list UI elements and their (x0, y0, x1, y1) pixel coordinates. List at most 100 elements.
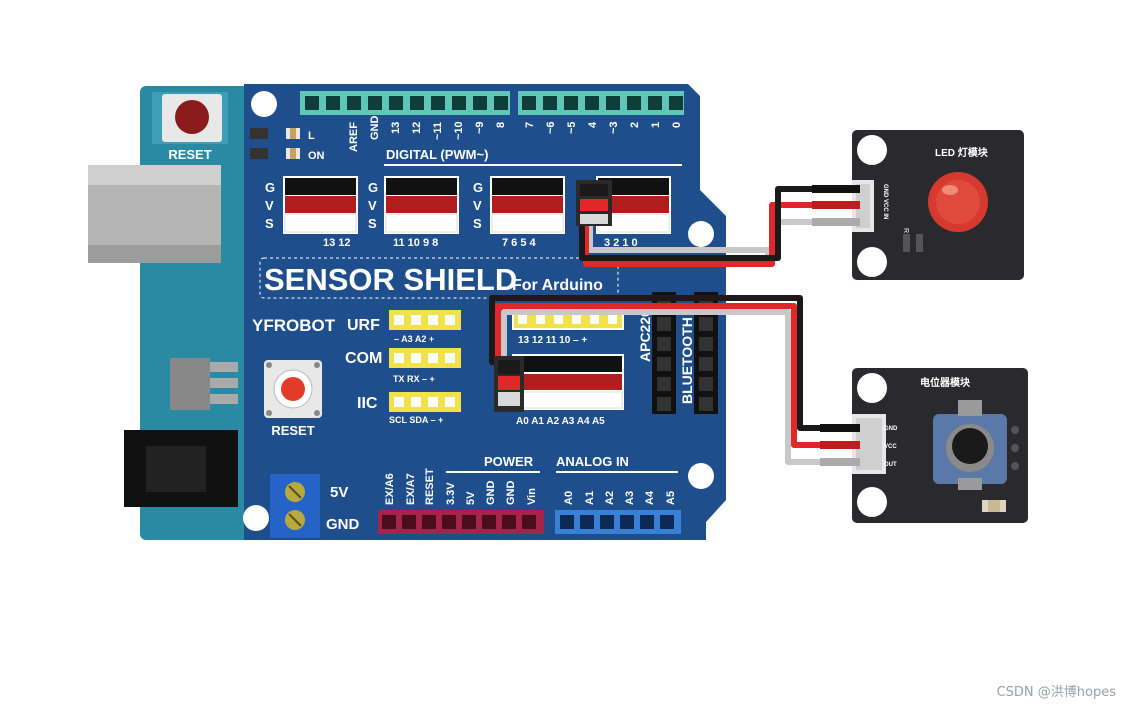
gvs-g: G (368, 180, 378, 195)
gvs-v: V (265, 198, 274, 213)
power-title: POWER (484, 454, 534, 469)
group-label: 3 2 1 0 (604, 237, 638, 249)
pot-pin-stubs (820, 424, 860, 466)
reset-label-top: RESET (168, 147, 211, 162)
pin-label: 13 (390, 122, 402, 134)
bluetooth-label: BLUETOOTH (679, 317, 695, 404)
pin-label: ~9 (474, 121, 486, 134)
reset-label-shield: RESET (271, 423, 314, 438)
pin-label: A1 (584, 491, 596, 505)
watermark: CSDN @洪博hopes (996, 685, 1116, 700)
voltage-regulator (170, 358, 238, 410)
pin-label: A3 (624, 491, 636, 505)
led-module-title: LED 灯模块 (935, 146, 989, 159)
pot-pin-out: OUT (884, 462, 897, 468)
status-leds (250, 128, 300, 159)
pin-label: EX/A6 (384, 473, 396, 505)
pin-label: RESET (424, 468, 436, 505)
com-header (389, 348, 461, 368)
pin-label: ~5 (566, 121, 578, 134)
pin-label: ~6 (545, 121, 557, 134)
mount-hole (251, 91, 277, 117)
pin-label: A0 (563, 491, 575, 505)
pot-pin-gnd: GND (884, 426, 898, 432)
mount-hole (688, 463, 714, 489)
pot-wire-connector (494, 356, 524, 412)
power-header (378, 510, 544, 534)
led-module-pins: GND VCC IN (882, 184, 888, 219)
gvs-s: S (368, 216, 377, 231)
pin-label: 12 (411, 122, 423, 134)
mid-top-pins: 13 12 11 10 – + (518, 335, 587, 346)
dc-jack (124, 430, 238, 507)
brand-label: YFROBOT (252, 316, 336, 335)
top-pin-labels-right: 7 ~6 ~5 4 ~3 2 1 0 (524, 121, 683, 134)
reset-button-shield[interactable] (264, 360, 322, 418)
pin-label: 8 (495, 122, 507, 128)
bottom-pin-labels-left: EX/A6 EX/A7 RESET 3.3V 5V GND GND Vin (384, 468, 538, 505)
terminal-gnd-label: GND (326, 516, 360, 533)
mount-hole (243, 505, 269, 531)
group-label: 13 12 (323, 237, 351, 249)
pin-label: ~11 (432, 122, 444, 140)
usb-port (88, 165, 221, 263)
iic-label: IIC (357, 395, 378, 412)
gvs-g: G (265, 180, 275, 195)
pin-label: AREF (348, 122, 360, 152)
screw-terminal (270, 474, 320, 538)
led-l-label: L (308, 130, 315, 142)
shield-title: SENSOR SHIELD (264, 262, 517, 297)
bottom-pin-labels-right: A0 A1 A2 A3 A4 A5 (563, 490, 677, 505)
pin-label: 4 (587, 121, 599, 128)
led-on-label: ON (308, 150, 325, 162)
gvs-group-2: G V S (368, 176, 459, 234)
urf-label: URF (347, 317, 380, 334)
digital-header-left (300, 91, 510, 115)
analog-sensor-header (512, 354, 624, 410)
pin-label: ~10 (453, 121, 465, 140)
pin-label: Vin (526, 488, 538, 505)
pin-label: GND (485, 481, 497, 506)
iic-header (389, 392, 461, 412)
group-label: 7 6 5 4 (502, 237, 537, 249)
pin-label: GND (505, 481, 517, 506)
analog-title: ANALOG IN (556, 454, 629, 469)
urf-header (389, 310, 461, 330)
reset-button-top[interactable] (152, 92, 228, 144)
power-underline (446, 471, 540, 473)
potentiometer-module (852, 368, 1028, 523)
pin-label: 2 (629, 122, 641, 128)
pin-label: 7 (524, 122, 536, 128)
digital-title: DIGITAL (PWM~) (386, 147, 488, 162)
gvs-group-3: G V S (473, 176, 565, 234)
gvs-g: G (473, 180, 483, 195)
led-pin-stubs (812, 185, 860, 226)
pin-label: A2 (604, 491, 616, 505)
led-wire-connector (576, 180, 612, 226)
pot-module-title: 电位器模块 (920, 376, 971, 389)
iic-pins: SCL SDA – + (389, 415, 443, 425)
com-pins: TX RX – + (393, 374, 435, 384)
top-pin-labels-left: AREF GND 13 12 ~11 ~10 ~9 8 (348, 116, 507, 153)
com-label: COM (345, 350, 382, 367)
pin-label: A5 (665, 491, 677, 505)
pin-label: GND (369, 116, 381, 141)
digital-header-right (518, 91, 684, 115)
pin-label: ~3 (608, 121, 620, 134)
pin-label: EX/A7 (405, 473, 417, 505)
led-module-r: R (902, 228, 909, 233)
analog-underline (556, 471, 678, 473)
analog-sensor-pins: A0 A1 A2 A3 A4 A5 (516, 416, 605, 427)
urf-pins: – A3 A2 + (394, 334, 434, 344)
mount-hole (688, 221, 714, 247)
shield-subtitle: For Arduino (512, 277, 603, 294)
gvs-s: S (265, 216, 274, 231)
pin-label: 3.3V (445, 482, 457, 505)
shield-title-box (259, 257, 619, 299)
terminal-5v-label: 5V (330, 484, 348, 501)
pin-label: 5V (465, 491, 477, 505)
analog-header (555, 510, 681, 534)
gvs-v: V (473, 198, 482, 213)
